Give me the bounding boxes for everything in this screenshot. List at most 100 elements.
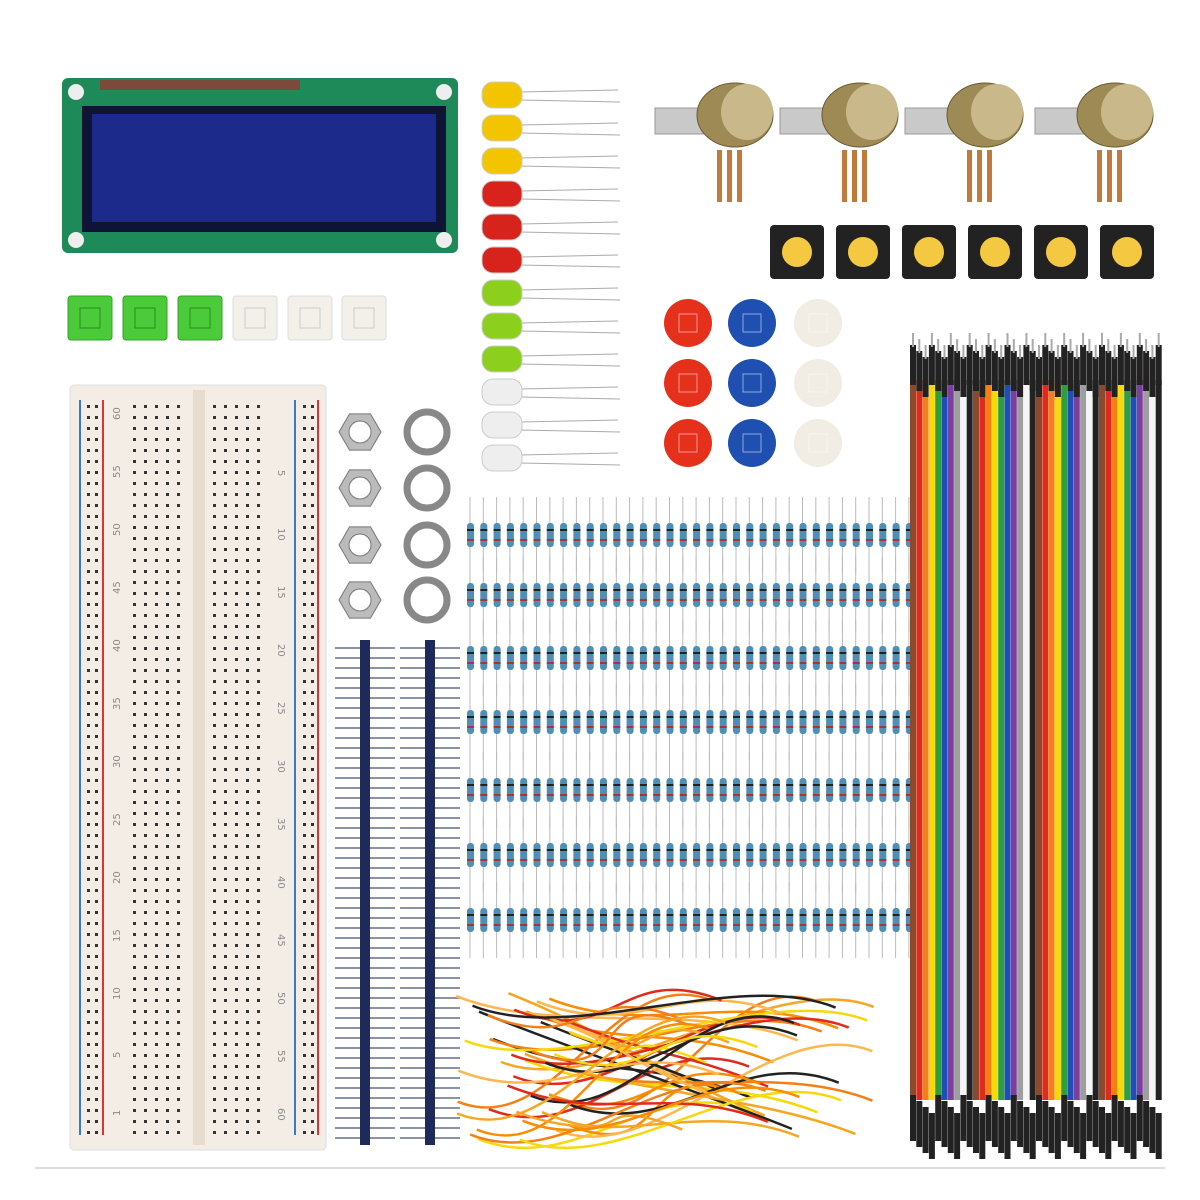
resistor	[560, 752, 567, 828]
dupont-header	[910, 345, 916, 385]
tactile-switch	[836, 225, 890, 279]
dupont-header	[1074, 1107, 1080, 1153]
square-cap	[68, 296, 112, 340]
dupont-header	[973, 1107, 979, 1153]
dupont-header	[1061, 1095, 1067, 1141]
dupont-pin	[931, 333, 933, 347]
breadboard-row-number: 50	[112, 523, 123, 536]
resistor	[879, 684, 886, 760]
button-cap	[664, 359, 712, 407]
lcd-pin-row	[100, 80, 300, 90]
hex-nut	[339, 414, 381, 450]
breadboard-row-number: 30	[275, 760, 286, 773]
washer	[407, 525, 447, 565]
resistor	[839, 684, 846, 760]
ribbon-wire	[1137, 380, 1143, 1100]
washer	[407, 580, 447, 620]
dupont-header	[979, 1113, 985, 1159]
ribbon-wire	[935, 380, 941, 1100]
dupont-pin	[1025, 333, 1027, 347]
resistor	[733, 752, 740, 828]
ribbon-wire	[1149, 380, 1155, 1100]
resistor	[480, 684, 487, 760]
resistor	[587, 817, 594, 893]
pin-header	[400, 640, 460, 1145]
resistor	[507, 620, 514, 696]
dupont-header	[992, 1101, 998, 1147]
resistor	[494, 684, 501, 760]
tactile-switch	[1034, 225, 1088, 279]
center-channel	[193, 390, 205, 1145]
ribbon-wire	[1124, 380, 1130, 1100]
dupont-pin	[1145, 339, 1147, 353]
button-cap	[664, 299, 712, 347]
dupont-header	[1042, 1101, 1048, 1147]
button-cap	[794, 359, 842, 407]
resistor	[520, 684, 527, 760]
tactile-switch	[968, 225, 1022, 279]
dupont-pin	[1139, 333, 1141, 347]
dupont-header	[1080, 1113, 1086, 1159]
resistor	[613, 817, 620, 893]
dupont-pin	[1114, 345, 1116, 359]
resistor	[720, 684, 727, 760]
dupont-header	[1011, 1095, 1017, 1141]
dupont-pin	[962, 345, 964, 359]
dupont-header	[1023, 1107, 1029, 1153]
dupont-header	[1036, 1095, 1042, 1141]
dupont-header	[1049, 1107, 1055, 1153]
ribbon-wire	[929, 380, 935, 1100]
resistor	[853, 752, 860, 828]
dupont-header	[1105, 1113, 1111, 1159]
dupont-pin	[950, 333, 952, 347]
led	[482, 412, 620, 438]
resistor	[600, 882, 607, 958]
dupont-header	[1055, 357, 1061, 397]
resistor	[560, 817, 567, 893]
potentiometer	[780, 83, 898, 202]
resistor	[879, 752, 886, 828]
resistor	[733, 684, 740, 760]
resistor	[627, 882, 634, 958]
dupont-header	[960, 1095, 966, 1141]
resistor	[706, 817, 713, 893]
breadboard-row-number: 25	[275, 702, 286, 715]
led	[482, 379, 620, 405]
resistor	[627, 817, 634, 893]
resistor	[494, 752, 501, 828]
ribbon-wire	[1131, 380, 1137, 1100]
resistor	[680, 817, 687, 893]
ribbon-wire	[942, 380, 948, 1100]
dupont-pin	[1032, 339, 1034, 353]
dupont-header	[1068, 351, 1074, 391]
dupont-pin	[1158, 333, 1160, 347]
resistor	[760, 752, 767, 828]
dupont-pin	[1000, 345, 1002, 359]
dupont-header	[1112, 357, 1118, 397]
ribbon-wire	[1080, 380, 1086, 1100]
pin-header	[335, 640, 395, 1145]
dupont-header	[1118, 1101, 1124, 1147]
resistor	[879, 882, 886, 958]
resistor	[534, 684, 541, 760]
resistor	[587, 684, 594, 760]
dupont-header	[1055, 1113, 1061, 1159]
ribbon-wire	[998, 380, 1004, 1100]
dupont-header	[1017, 357, 1023, 397]
resistor	[826, 817, 833, 893]
resistor	[667, 817, 674, 893]
dupont-header	[1137, 345, 1143, 385]
resistor	[627, 684, 634, 760]
breadboard-row-number: 50	[275, 992, 286, 1005]
resistor	[667, 752, 674, 828]
dupont-pin	[1088, 339, 1090, 353]
dupont-pin	[1057, 345, 1059, 359]
resistor	[800, 684, 807, 760]
dupont-header	[948, 1107, 954, 1153]
resistor	[640, 684, 647, 760]
dupont-pin	[1044, 333, 1046, 347]
resistor	[853, 817, 860, 893]
dupont-header	[1068, 1101, 1074, 1147]
ribbon-wire	[1074, 380, 1080, 1100]
dupont-header	[979, 357, 985, 397]
